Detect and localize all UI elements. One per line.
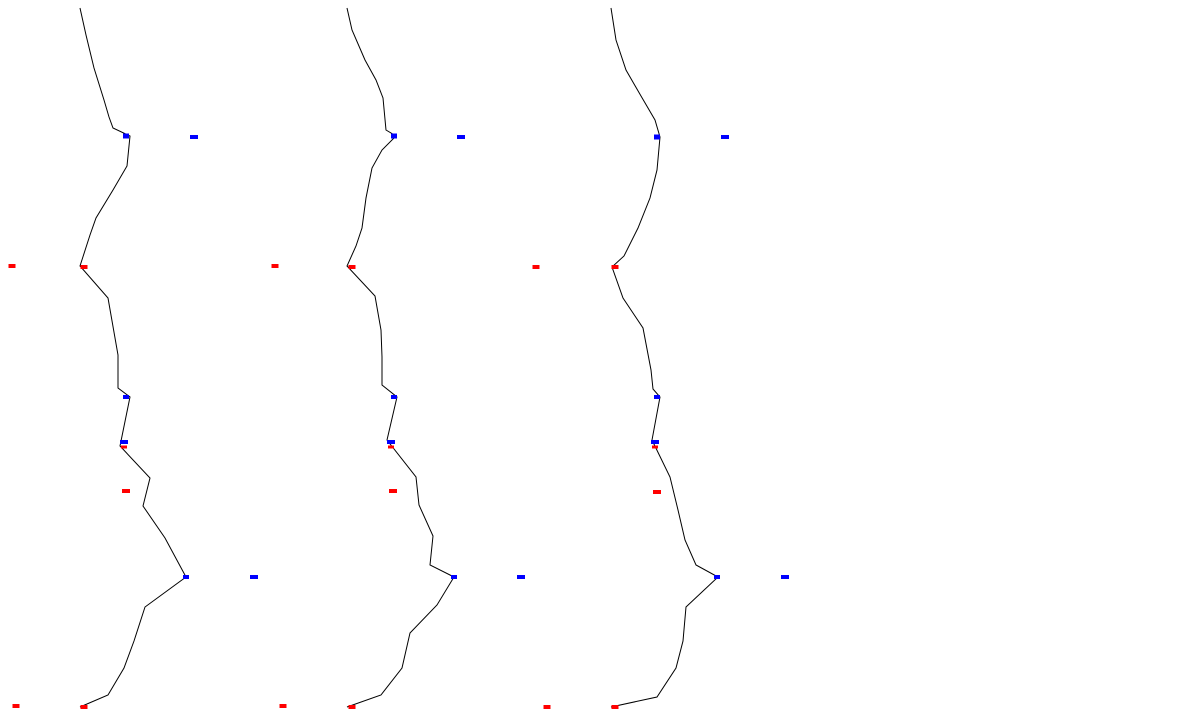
blue-marker — [183, 575, 189, 579]
path-line — [610, 7, 719, 708]
red-marker — [121, 445, 127, 449]
red-marker — [279, 704, 287, 708]
blue-marker — [651, 440, 659, 444]
panel-3 — [532, 7, 789, 709]
blue-marker — [250, 575, 258, 579]
red-marker — [12, 704, 20, 708]
blue-marker — [451, 575, 457, 579]
path-line — [346, 7, 455, 708]
blue-marker — [517, 575, 525, 579]
red-marker — [348, 265, 356, 269]
blue-marker — [387, 440, 395, 444]
red-marker — [532, 265, 540, 269]
path-line — [79, 7, 187, 708]
red-marker — [80, 705, 88, 709]
red-marker — [8, 264, 16, 268]
red-marker — [389, 489, 397, 493]
blue-marker — [123, 395, 129, 399]
red-marker — [543, 705, 551, 709]
blue-marker — [714, 575, 720, 579]
red-marker — [348, 705, 356, 709]
panel-1 — [8, 7, 258, 709]
blue-marker — [654, 395, 660, 399]
red-marker — [611, 265, 619, 269]
blue-marker — [457, 135, 465, 139]
blue-marker — [190, 135, 198, 139]
blue-marker — [391, 133, 397, 139]
blue-marker — [120, 440, 128, 444]
red-marker — [122, 489, 130, 493]
blue-marker — [654, 134, 660, 140]
blue-marker — [391, 395, 397, 399]
blue-marker — [721, 135, 729, 139]
red-marker — [271, 264, 279, 268]
blue-marker — [123, 133, 129, 139]
red-marker — [653, 490, 661, 494]
red-marker — [652, 445, 658, 449]
red-marker — [611, 705, 619, 709]
blue-marker — [781, 575, 789, 579]
red-marker — [388, 445, 394, 449]
red-marker — [80, 265, 88, 269]
panel-2 — [271, 7, 525, 709]
